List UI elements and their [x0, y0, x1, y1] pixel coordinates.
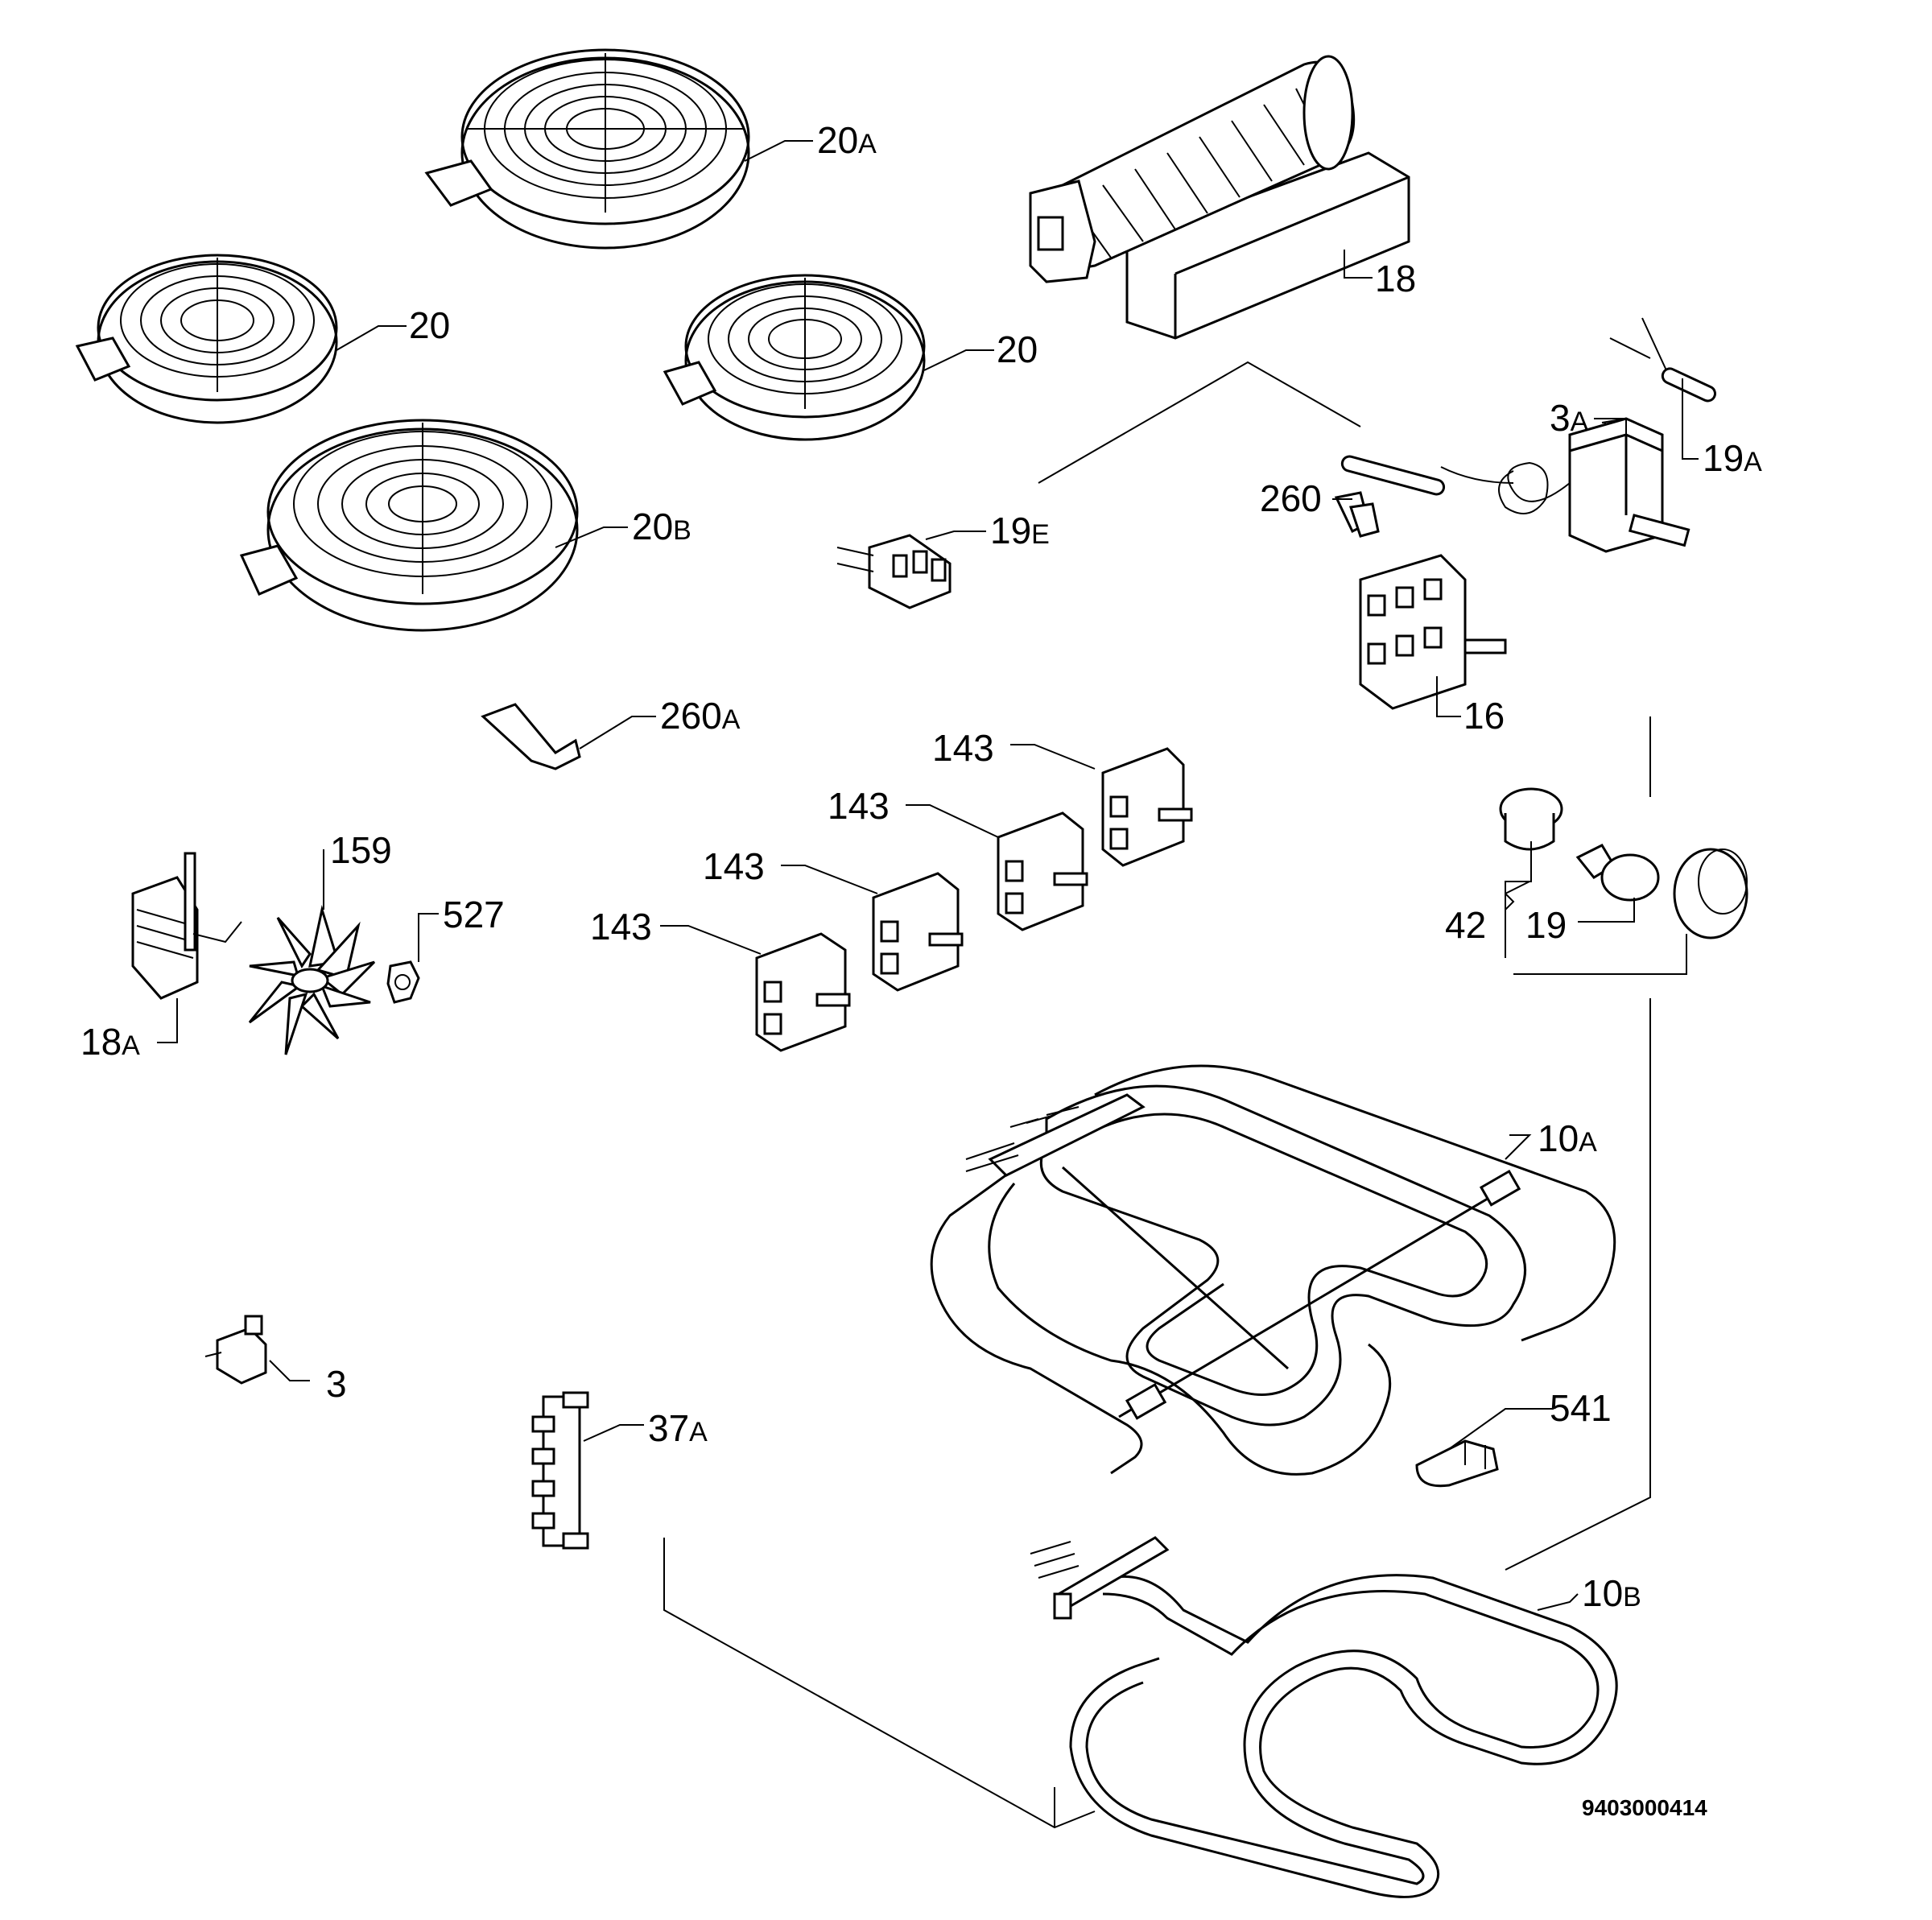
label-143-a: 143 [932, 727, 994, 769]
label-143-b: 143 [828, 785, 890, 827]
label-20-left: 20 [409, 304, 450, 346]
frame-lines [663, 361, 1651, 1829]
label-19a: 19A [1703, 437, 1762, 479]
leader-lines [157, 140, 1699, 1611]
lamp-holder[interactable] [1499, 787, 1563, 851]
hob-element-20-right[interactable] [663, 274, 926, 441]
label-18a: 18A [80, 1021, 140, 1063]
terminal-block-37a[interactable] [531, 1391, 589, 1550]
bottom-element-10b[interactable] [1030, 1536, 1618, 1898]
selector-switch-16[interactable] [1359, 554, 1507, 710]
bracket-260a[interactable] [481, 703, 581, 770]
label-541: 541 [1550, 1387, 1612, 1429]
hob-element-20a[interactable] [424, 48, 750, 250]
label-159: 159 [330, 829, 392, 871]
sensor-19a[interactable] [1609, 317, 1717, 403]
label-3a: 3A [1550, 397, 1589, 439]
label-20-right: 20 [997, 328, 1038, 370]
label-10b: 10B [1582, 1572, 1641, 1614]
label-20a: 20A [817, 119, 877, 161]
hob-element-20b[interactable] [239, 419, 579, 632]
lamp-bulb-19[interactable] [1575, 844, 1660, 902]
label-260a: 260A [660, 695, 741, 737]
label-143-d: 143 [590, 906, 652, 948]
grill-element-10a[interactable] [930, 1064, 1616, 1476]
hob-element-20-left[interactable] [75, 254, 338, 424]
label-19e: 19E [990, 510, 1050, 551]
nut-527[interactable] [386, 960, 420, 1004]
label-3: 3 [326, 1363, 347, 1405]
lamp-cover[interactable] [1673, 848, 1748, 939]
label-16: 16 [1463, 695, 1505, 737]
label-10a: 10A [1538, 1117, 1597, 1159]
label-19: 19 [1525, 904, 1567, 946]
terminal-block-19e[interactable] [836, 534, 952, 609]
fan-motor-18a[interactable] [131, 852, 242, 1000]
labels: 20A 20 20 20B 18 3A 19A 260 19E 16 260A … [80, 119, 1762, 1820]
thermostat-3a[interactable] [1340, 417, 1690, 553]
label-527: 527 [443, 894, 505, 935]
label-18: 18 [1375, 258, 1416, 299]
label-37a: 37A [648, 1407, 708, 1449]
drawing-code: 9403000414 [1582, 1795, 1707, 1820]
label-260: 260 [1260, 477, 1322, 519]
label-143-c: 143 [703, 845, 765, 887]
label-42: 42 [1445, 904, 1486, 946]
thermostat-3[interactable] [204, 1315, 267, 1385]
label-20b: 20B [632, 506, 691, 547]
energy-regulator-143-a[interactable] [1101, 747, 1193, 867]
clip-541[interactable] [1415, 1439, 1499, 1488]
energy-regulator-143-d[interactable] [755, 932, 851, 1052]
fan-blade-159[interactable] [248, 905, 376, 1055]
energy-regulator-143-b[interactable] [997, 811, 1088, 931]
tangential-fan-18[interactable] [1029, 55, 1410, 340]
clip-260[interactable] [1334, 491, 1380, 538]
energy-regulator-143-c[interactable] [872, 872, 964, 992]
